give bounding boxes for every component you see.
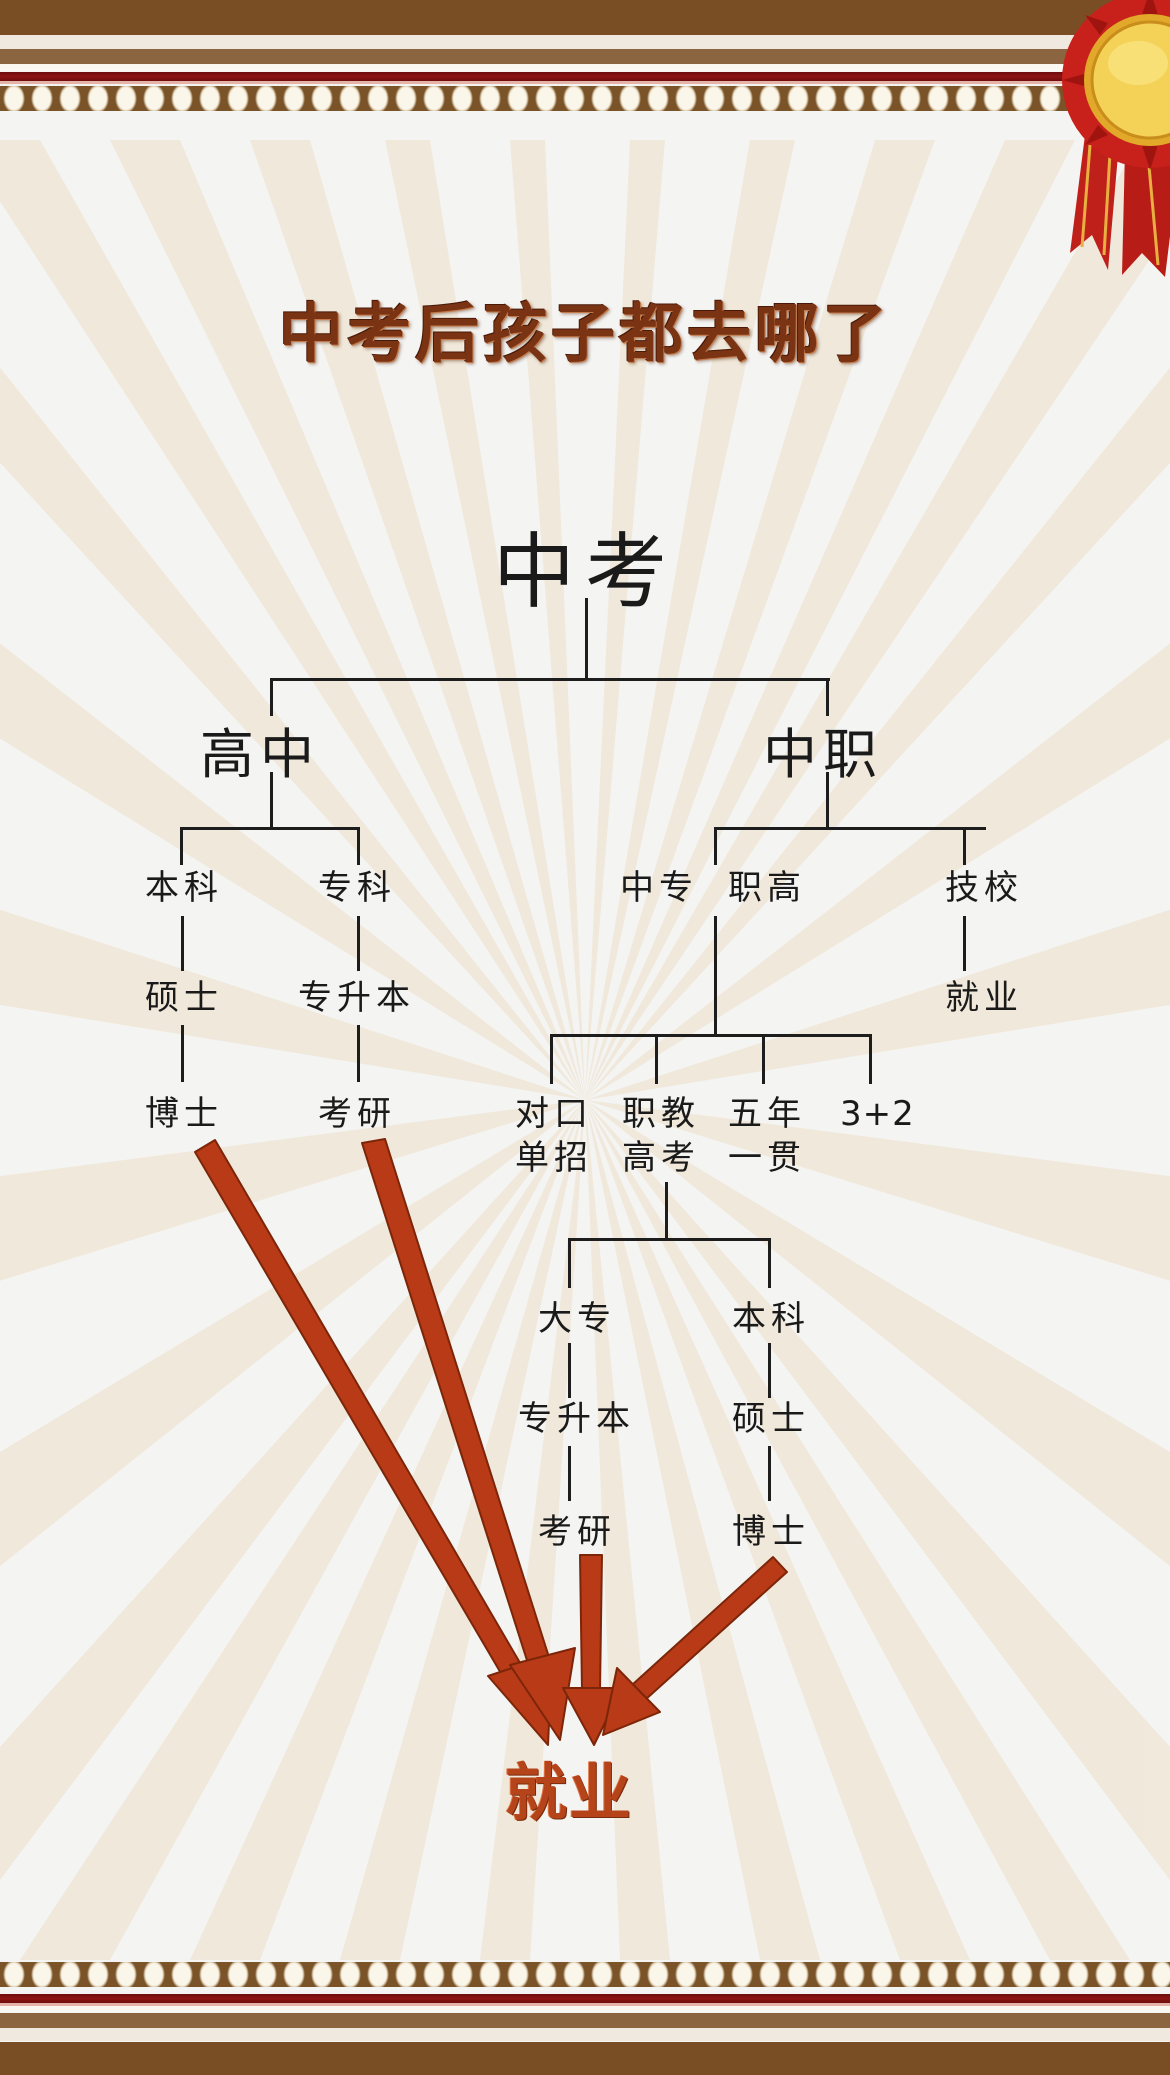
node-hs-postgrad-exam: 考研 [318,1094,396,1134]
route-line2: 一贯 [728,1138,806,1178]
route-line1: 五年 [728,1094,806,1134]
connector-line [181,916,184,971]
node-hs-upgrade: 专升本 [298,978,415,1018]
node-jixiao: 技校 [945,868,1023,908]
connector-line [550,1034,553,1084]
connector-line [826,678,829,716]
node-voc-dazhuan: 大专 [538,1299,616,1339]
connector-line [762,1034,765,1084]
node-vocational: 中职 [763,723,883,786]
connector-line [270,772,273,829]
route-line1: 对口 [515,1094,593,1134]
connector-line [357,916,360,971]
node-zhigao: 职高 [728,868,806,908]
node-jixiao-employment: 就业 [945,978,1023,1018]
connector-line [768,1238,771,1288]
connector-line [357,827,360,865]
connector-line [714,916,717,1036]
bottom-decorative-border [0,1960,1170,2075]
arrow-icon [602,1556,788,1736]
node-hs-junior-college: 专科 [318,868,396,908]
arrow-icon [361,1138,576,1741]
top-decorative-border [0,0,1170,115]
connector-line [568,1238,571,1288]
connector-line [963,916,966,971]
route-line1: 职教 [622,1094,700,1134]
page-title: 中考后孩子都去哪了 [279,298,891,372]
connector-line [963,827,966,865]
node-voc-doctor: 博士 [732,1512,810,1552]
connector-line [714,827,986,830]
node-zhongzhuan: 中专 [620,868,698,908]
node-voc-upgrade: 专升本 [518,1399,635,1439]
award-ribbon-icon [1062,0,1170,277]
node-hs-doctor: 博士 [145,1094,223,1134]
route-line2: 单招 [515,1138,593,1178]
connector-line [568,1446,571,1501]
connector-line [768,1343,771,1398]
node-high-school: 高中 [200,723,320,786]
node-hs-master: 硕士 [145,978,223,1018]
connector-line [665,1182,668,1240]
connector-line [568,1238,770,1241]
node-final-employment: 就业 [505,1756,634,1829]
connector-line [180,827,183,865]
connector-line [270,678,273,716]
node-zhongkao: 中考 [493,525,678,620]
route-line1: 3+2 [840,1094,915,1134]
connector-line [550,1034,872,1037]
connector-line [357,1025,360,1082]
connector-line [180,827,360,830]
connector-line [568,1343,571,1398]
connector-line [768,1446,771,1501]
node-voc-master: 硕士 [732,1399,810,1439]
connector-line [714,827,717,865]
node-route-vocational-exam: 职教 高考 [622,1092,700,1180]
node-voc-bachelor: 本科 [732,1299,810,1339]
node-route-duikou: 对口 单招 [515,1092,593,1180]
connector-line [655,1034,658,1084]
route-line2: 高考 [622,1138,700,1178]
connector-line [826,772,829,829]
connector-line [869,1034,872,1084]
arrow-icon [194,1139,553,1746]
node-voc-postgrad-exam: 考研 [538,1512,616,1552]
connector-line [585,598,588,680]
connector-line [270,678,830,681]
node-hs-bachelor: 本科 [145,868,223,908]
arrow-icon [562,1554,623,1746]
node-route-five-year: 五年 一贯 [728,1092,806,1180]
connector-line [181,1025,184,1082]
node-route-3plus2: 3+2 [840,1092,915,1136]
